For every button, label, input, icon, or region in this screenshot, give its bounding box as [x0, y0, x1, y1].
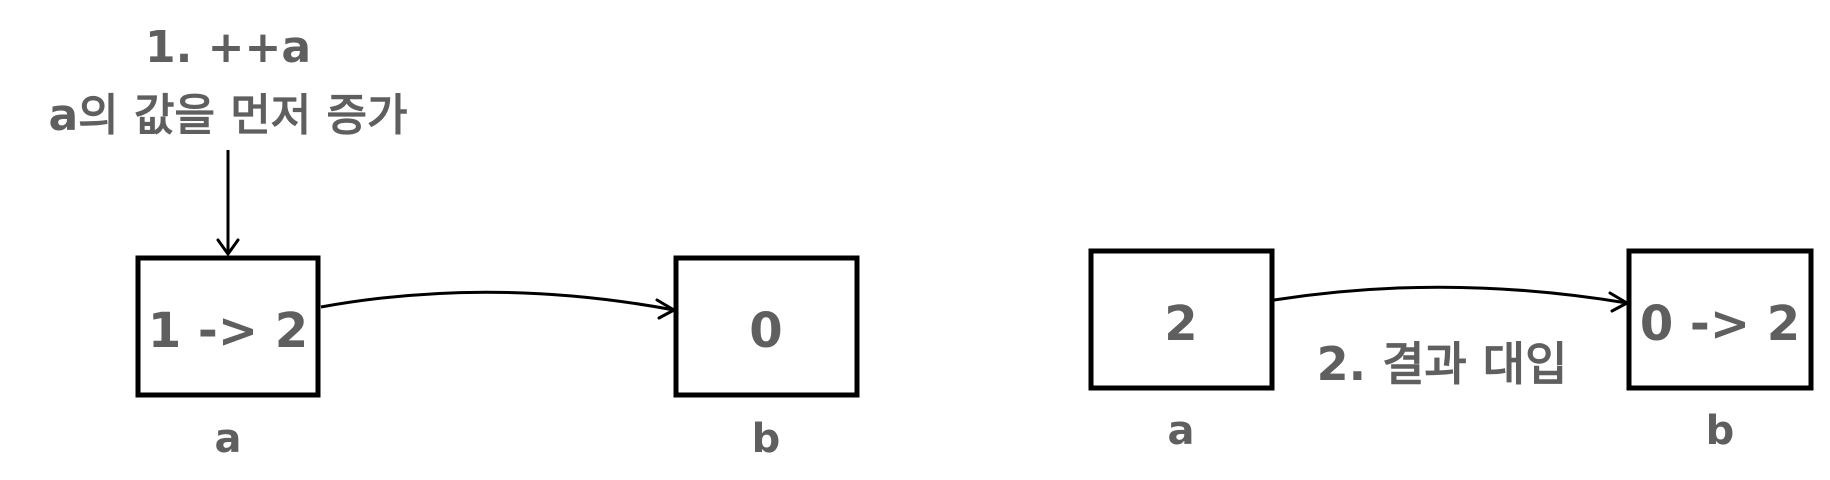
step2-label: 2. 결과 대입: [1317, 337, 1568, 391]
left-curved-arrow-icon: [320, 290, 676, 320]
right-box-a-value: 2: [1164, 296, 1197, 352]
right-box-b-value: 0 -> 2: [1640, 296, 1800, 352]
left-box-a-value: 1 -> 2: [148, 303, 308, 359]
down-arrow-icon: [216, 150, 240, 256]
right-curved-arrow-icon: [1273, 285, 1629, 313]
right-label-b: b: [1706, 408, 1735, 454]
step1-title: 1. ++a: [145, 22, 311, 73]
right-box-b: [1626, 248, 1814, 391]
right-box-a: [1088, 248, 1275, 391]
left-label-a: a: [215, 416, 242, 462]
left-box-b: [673, 255, 860, 398]
left-box-b-value: 0: [749, 303, 782, 359]
right-label-a: a: [1168, 408, 1195, 454]
step1-description: a의 값을 먼저 증가: [48, 90, 407, 141]
left-label-b: b: [752, 416, 781, 462]
left-box-a: [135, 255, 321, 398]
